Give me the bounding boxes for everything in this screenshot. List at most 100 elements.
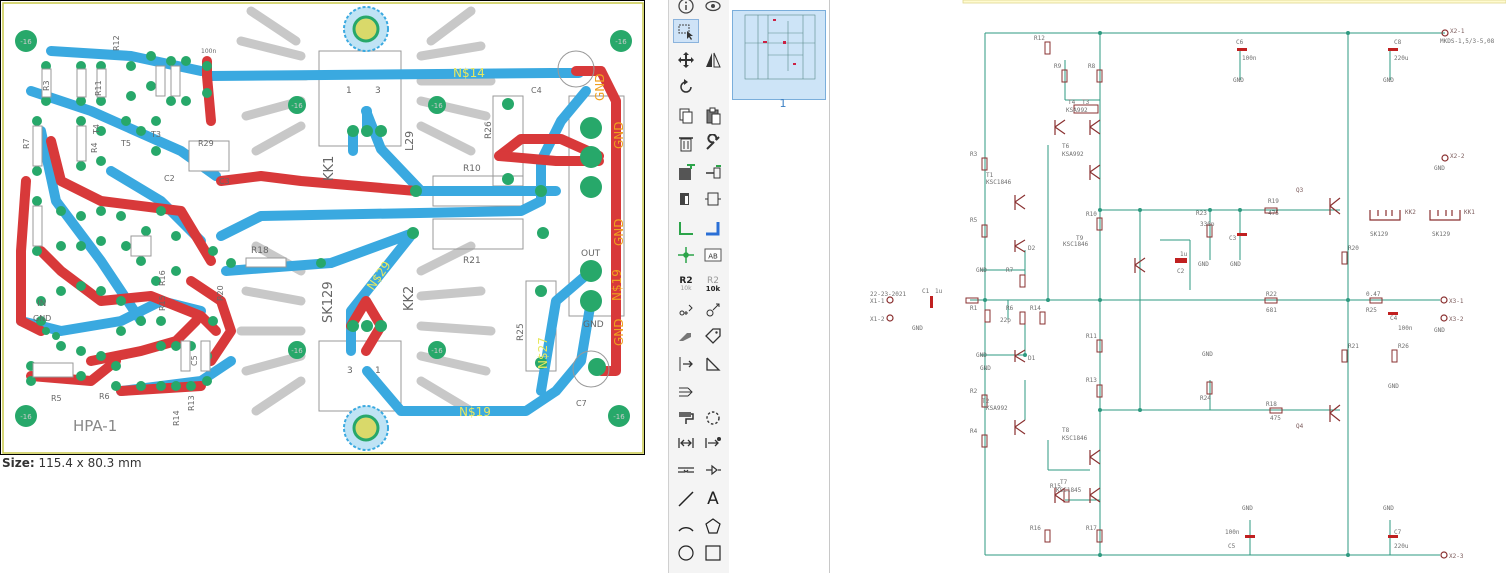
copy-button[interactable] xyxy=(673,104,699,128)
sch-label-mkds: MKDS-1,5/3-5,08 xyxy=(1440,38,1495,45)
split-button[interactable] xyxy=(673,298,699,322)
sch-label-t2-type: KSA992 xyxy=(986,405,1008,412)
circle-button[interactable] xyxy=(673,541,699,565)
bus-split-button[interactable] xyxy=(673,380,699,404)
polygon-button[interactable] xyxy=(700,514,726,538)
sch-label-r15: R15 xyxy=(1050,483,1061,490)
sch-label-c5-value: 100n xyxy=(1225,529,1240,536)
label-t4: T4 xyxy=(92,124,101,135)
invoke-button[interactable] xyxy=(673,406,699,430)
sch-label-t3: T3 xyxy=(1082,99,1090,106)
label-kk1: KK1 xyxy=(322,156,337,181)
sch-label-sk129-a: SK129 xyxy=(1370,231,1388,238)
sch-label-r9: R9 xyxy=(1054,63,1062,70)
sch-label-c7-value: 220u xyxy=(1394,543,1409,550)
net-label-n14: N$14 xyxy=(453,66,485,80)
circle-icon xyxy=(678,545,694,561)
sch-label-r10: R10 xyxy=(1086,211,1097,218)
schematic-view[interactable]: X2-1 MKDS-1,5/3-5,08 X2-2 X2-3 X3-1 X3-2… xyxy=(830,0,1506,573)
sch-label-c3: C3 xyxy=(1229,235,1237,242)
arc-icon xyxy=(678,527,694,532)
sch-label-sk129-b: SK129 xyxy=(1432,231,1450,238)
board-size-label: Size: 115.4 x 80.3 mm xyxy=(2,456,142,470)
sch-label-t8-type: KSC1846 xyxy=(1062,435,1088,442)
sch-label-kk2: KK2 xyxy=(1405,209,1416,216)
net-label-gnd-4: GND xyxy=(612,318,626,346)
net-button[interactable] xyxy=(673,217,699,241)
add-part-button[interactable] xyxy=(673,161,699,185)
swap-out-button[interactable] xyxy=(700,431,726,455)
label-t3: T3 xyxy=(150,130,161,139)
sch-label-t6: T6 xyxy=(1062,143,1070,150)
port-button[interactable] xyxy=(700,458,726,482)
pinswap-button[interactable] xyxy=(673,352,699,376)
sch-label-r24: R24 xyxy=(1200,395,1211,402)
attribute-button[interactable] xyxy=(700,324,726,348)
sch-label-x11: X1-1 xyxy=(870,298,885,305)
info-button[interactable] xyxy=(673,0,699,18)
join-button[interactable] xyxy=(673,458,699,482)
sch-label-c8: C8 xyxy=(1394,39,1402,46)
sch-label-c2: C2 xyxy=(1177,268,1185,275)
junction-button[interactable] xyxy=(673,243,699,267)
line-button[interactable] xyxy=(673,487,699,511)
polygon-icon xyxy=(705,518,721,534)
hole-label-kk2-l: -16 xyxy=(291,347,303,355)
smash-icon xyxy=(706,303,720,317)
r21-footprint xyxy=(432,218,524,250)
label-pad3-kk1: 3 xyxy=(375,86,381,96)
label-r20: R20 xyxy=(216,285,225,301)
show-button[interactable] xyxy=(700,0,726,18)
sch-label-r25: R25 xyxy=(1366,307,1377,314)
rotate-button[interactable] xyxy=(673,75,699,99)
sch-label-r16: R16 xyxy=(1030,525,1041,532)
schematic-canvas[interactable]: X2-1 MKDS-1,5/3-5,08 X2-2 X2-3 X3-1 X3-2… xyxy=(830,0,1506,573)
label-100n: 100n xyxy=(201,48,216,55)
replace-button[interactable] xyxy=(673,187,699,211)
arc-button[interactable] xyxy=(673,514,699,538)
sch-label-x23: X2-3 xyxy=(1449,553,1464,560)
board-size-value: 115.4 x 80.3 mm xyxy=(38,456,142,470)
bus-button[interactable] xyxy=(700,217,726,241)
rect-button[interactable] xyxy=(700,541,726,565)
rotate-icon xyxy=(680,79,692,93)
pcb-canvas[interactable]: HPA-1 IN OUT GND GND R10 R21 R18 R29 C3 … xyxy=(1,1,645,455)
sch-label-gnd-2: GND xyxy=(1383,77,1394,84)
hole-labels: -16 -16 -16 -16 -16 -16 -16 -16 xyxy=(20,38,627,421)
sch-label-t7-type: KSC1845 xyxy=(1056,487,1082,494)
label-c4: C4 xyxy=(531,86,542,95)
panel-gap xyxy=(646,0,668,573)
select-button[interactable] xyxy=(673,19,699,43)
sheet-number: 1 xyxy=(779,97,787,110)
paste-button[interactable] xyxy=(700,104,726,128)
sch-label-x21: X2-1 xyxy=(1450,28,1465,35)
label-button[interactable]: AB xyxy=(700,243,726,267)
label-r16: R16 xyxy=(158,270,167,286)
change-button[interactable] xyxy=(700,131,726,155)
sheet-thumbnail[interactable]: 1 xyxy=(732,10,826,110)
miter-button[interactable] xyxy=(673,324,699,348)
ripup-button[interactable] xyxy=(700,406,726,430)
label-r29: R29 xyxy=(198,139,214,148)
optimize-button[interactable] xyxy=(700,352,726,376)
add-pin-button[interactable] xyxy=(700,161,726,185)
gate-icon xyxy=(705,192,721,206)
label-r21: R21 xyxy=(463,256,481,266)
swap-in-button[interactable] xyxy=(673,431,699,455)
sch-label-gnd-1: GND xyxy=(1233,77,1244,84)
mirror-button[interactable] xyxy=(700,48,726,72)
gate-swap-button[interactable] xyxy=(700,187,726,211)
junction-icon xyxy=(678,247,694,263)
pcb-layout-view[interactable]: HPA-1 IN OUT GND GND R10 R21 R18 R29 C3 … xyxy=(0,0,645,455)
sch-label-gnd-6: GND xyxy=(1198,261,1209,268)
mount-holes xyxy=(343,6,610,451)
delete-button[interactable] xyxy=(673,131,699,155)
smash-button[interactable] xyxy=(700,298,726,322)
text-button[interactable]: A xyxy=(700,487,726,511)
add-pin-icon xyxy=(706,165,721,179)
move-button[interactable] xyxy=(673,48,699,72)
label-kk2: KK2 xyxy=(402,286,417,311)
line-icon xyxy=(678,491,694,507)
